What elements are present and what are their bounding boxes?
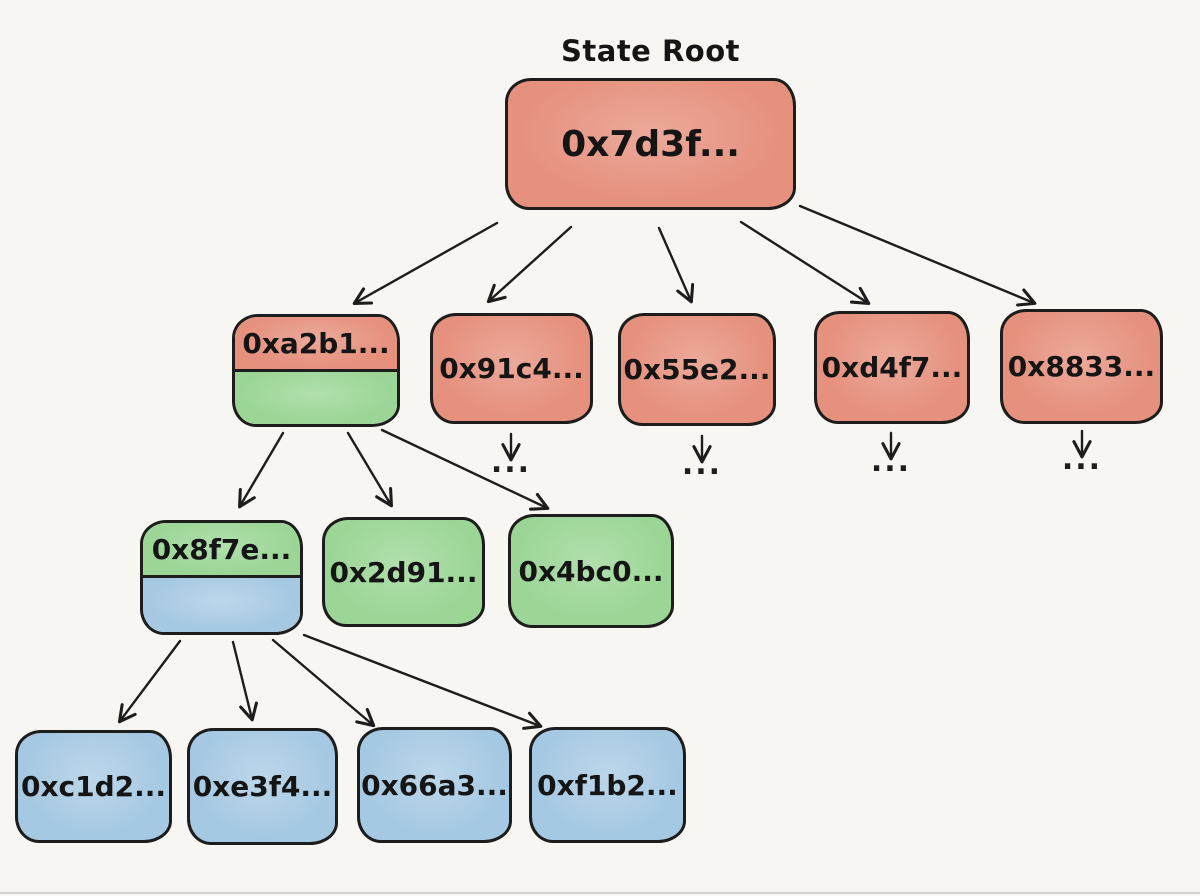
- node-label: 0xd4f7...: [821, 351, 963, 384]
- node-0xc1d2: 0xc1d2...: [15, 730, 172, 843]
- edge-a2b1-8f7e: [238, 431, 285, 509]
- node-label: 0x91c4...: [439, 352, 584, 385]
- node-0x91c4: 0x91c4...: [430, 313, 593, 424]
- bottom-edge-line: [0, 892, 1200, 894]
- node-label: 0xe3f4...: [192, 770, 333, 803]
- edge-8f7e-f1b2: [302, 633, 543, 730]
- edge-8f7e-66a3: [271, 638, 376, 728]
- node-label: 0xc1d2...: [20, 770, 167, 803]
- node-label: 0x7d3f...: [561, 123, 740, 165]
- node-label: 0x2d91...: [329, 555, 478, 589]
- edge-root-91c4: [486, 225, 573, 304]
- more-children-ellipsis: ...: [490, 445, 532, 480]
- node-0xe3f4: 0xe3f4...: [187, 728, 338, 845]
- node-0x8833: 0x8833...: [1000, 309, 1163, 424]
- node-label: 0x66a3...: [361, 768, 508, 802]
- node-0x7d3f-root: 0x7d3f...: [505, 78, 796, 210]
- node-label: 0xa2b1...: [242, 326, 390, 360]
- node-label: 0x4bc0...: [518, 554, 664, 588]
- node-0x8f7e: 0x8f7e...: [140, 520, 303, 635]
- node-0x55e2: 0x55e2...: [618, 313, 776, 426]
- diagram-title: State Root: [561, 34, 740, 68]
- node-label: 0x8833...: [1007, 350, 1156, 383]
- edge-root-d4f7: [739, 220, 871, 306]
- edge-root-8833: [798, 204, 1037, 307]
- edge-root-55e2: [657, 226, 695, 304]
- node-0xa2b1-value-section: [235, 372, 397, 424]
- node-0xd4f7: 0xd4f7...: [814, 311, 970, 424]
- node-label: 0x8f7e...: [151, 532, 292, 566]
- node-0xa2b1-hash-section: 0xa2b1...: [235, 317, 397, 372]
- edge-root-a2b1: [352, 221, 499, 305]
- more-children-ellipsis: ...: [681, 447, 723, 482]
- node-label: 0x55e2...: [623, 353, 771, 386]
- node-0x2d91: 0x2d91...: [322, 517, 485, 627]
- node-0x66a3: 0x66a3...: [357, 727, 512, 843]
- more-children-ellipsis: ...: [870, 444, 912, 479]
- node-0xf1b2: 0xf1b2...: [529, 727, 686, 843]
- edge-8f7e-e3f4: [231, 640, 258, 722]
- edge-8f7e-c1d2: [117, 639, 182, 724]
- node-0x8f7e-hash-section: 0x8f7e...: [143, 523, 300, 578]
- node-0xa2b1: 0xa2b1...: [232, 314, 400, 427]
- edge-a2b1-2d91: [346, 431, 393, 508]
- node-0x8f7e-value-section: [143, 578, 300, 632]
- node-0x4bc0: 0x4bc0...: [508, 514, 674, 628]
- node-label: 0xf1b2...: [537, 768, 678, 802]
- more-children-ellipsis: ...: [1061, 442, 1103, 477]
